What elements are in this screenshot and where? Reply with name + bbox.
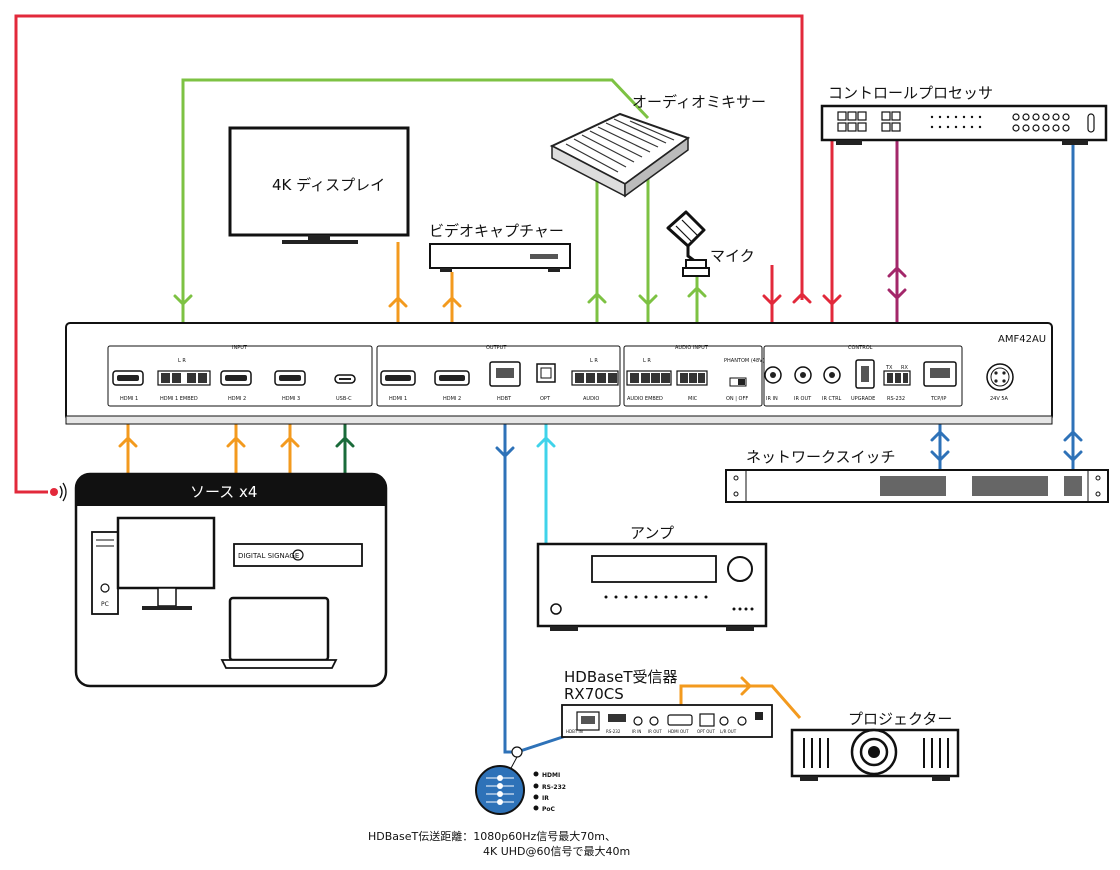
port-lr-1: L R [178, 358, 186, 364]
port-onoff: ON | OFF [726, 396, 748, 402]
receiver-label-1: HDBaseT受信器 [564, 668, 678, 686]
port-usbc: USB-C [336, 396, 352, 402]
port-hdbt: HDBT [497, 396, 512, 402]
port-tcpip: TCP/IP [930, 396, 946, 402]
hdmi-wire-projector [679, 684, 802, 722]
rx-port-hdmiout: HDMI OUT [668, 729, 689, 734]
section-output: OUTPUT [486, 345, 507, 351]
port-power: 24V 5A [990, 396, 1009, 402]
mixer-label: オーディオミキサー [632, 93, 766, 111]
amf42au-panel: AMF42AU INPUT OUTPUT AUDIO INPUT CONTROL [65, 322, 1053, 425]
receiver-label-2: RX70CS [564, 685, 624, 703]
hdbt-wire [503, 378, 591, 754]
section-input: INPUT [232, 345, 248, 351]
port-ir-in: IR IN [766, 396, 778, 402]
legend-hdmi: HDMI [542, 772, 560, 779]
pc-label: PC [101, 601, 109, 608]
audio-wire-embed [181, 78, 650, 370]
note-line-1: HDBaseT伝送距離：1080p60Hz信号最大70m、 [368, 829, 616, 843]
port-hdmi3: HDMI 3 [282, 396, 300, 402]
port-lr-2: L R [590, 358, 598, 364]
mixer-device: オーディオミキサー [549, 93, 766, 198]
port-opt: OPT [540, 396, 551, 402]
rx-port-rs232: RS-232 [606, 729, 621, 734]
rx-port-irout: IR OUT [648, 729, 662, 734]
display-label: 4K ディスプレイ [272, 176, 385, 194]
projector-device: プロジェクター [790, 710, 960, 781]
port-upgrade: UPGRADE [851, 396, 875, 402]
device-label: AMF42AU [998, 334, 1046, 345]
port-audio-embed: AUDIO EMBED [627, 396, 663, 402]
rx-port-irin: IR IN [632, 729, 641, 734]
signage-label: DIGITAL SIGNAGE [238, 552, 299, 560]
port-out-hdmi1: HDMI 1 [389, 396, 407, 402]
legend-ir: IR [542, 795, 549, 802]
port-mic: MIC [688, 396, 698, 402]
mic-label: マイク [710, 247, 755, 265]
capture-label: ビデオキャプチャー [429, 222, 564, 240]
projector-label: プロジェクター [848, 710, 952, 728]
port-audio: AUDIO [583, 396, 599, 402]
amp-label: アンプ [630, 524, 674, 542]
controller-label: コントロールプロセッサ [828, 84, 993, 102]
receiver-device: HDBT IN RS-232 IR IN IR OUT HDMI OUT OPT… [561, 668, 773, 738]
rx-port-optout: OPT OUT [697, 729, 715, 734]
port-tx: TX [885, 365, 893, 371]
port-hdmi2: HDMI 2 [228, 396, 246, 402]
port-out-hdmi2: HDMI 2 [443, 396, 461, 402]
amplifier-device: アンプ [536, 524, 768, 631]
section-audio: AUDIO INPUT [675, 345, 709, 351]
port-hdmi1-embed: HDMI 1 EMBED [160, 396, 198, 402]
sources-label: ソース x4 [190, 483, 257, 501]
rx-port-hdbt: HDBT IN [566, 729, 583, 734]
note-line-2: 4K UHD@60信号で最大40m [483, 844, 630, 858]
port-ir-ctrl: IR CTRL [822, 396, 842, 402]
port-rx: RX [901, 365, 908, 371]
rx-port-lrout: L/R OUT [720, 729, 737, 734]
wire-chevrons [118, 266, 1083, 696]
port-hdmi1: HDMI 1 [120, 396, 138, 402]
port-phantom: PHANTOM (48V) [724, 358, 765, 364]
section-control: CONTROL [848, 345, 873, 351]
port-rs232: RS-232 [887, 396, 905, 402]
cable-legend: HDMI RS-232 IR PoC [475, 746, 566, 815]
controller-device: コントロールプロセッサ [820, 84, 1108, 145]
port-lr-3: L R [643, 358, 651, 364]
sources-group: ソース x4 PC DIGITAL SIGNAGE [50, 472, 388, 688]
display-device: 4K ディスプレイ [228, 126, 410, 244]
mic-device: マイク [666, 210, 755, 277]
network-switch: ネットワークスイッチ [725, 448, 1109, 503]
capture-device: ビデオキャプチャー [429, 222, 571, 272]
legend-rs232: RS-232 [542, 784, 566, 791]
port-ir-out: IR OUT [794, 396, 812, 402]
legend-poc: PoC [542, 806, 556, 813]
switch-label: ネットワークスイッチ [746, 448, 896, 466]
ir-wire-loop [14, 14, 804, 494]
